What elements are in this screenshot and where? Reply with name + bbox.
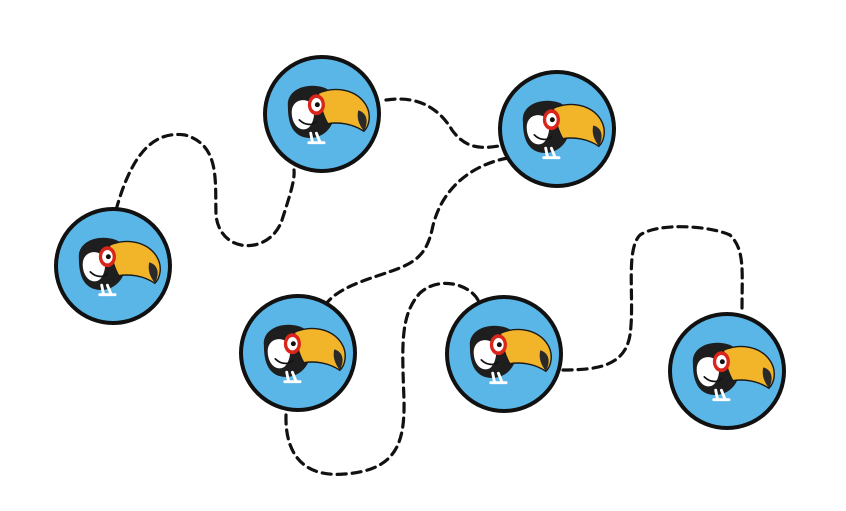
node-1[interactable]	[54, 207, 172, 325]
path-node-5-node-6	[561, 225, 744, 372]
node-2[interactable]	[263, 55, 381, 173]
node-5[interactable]	[445, 295, 563, 413]
node-3[interactable]	[498, 70, 616, 188]
path-node-2-node-3	[384, 97, 506, 149]
path-node-1-node-2	[114, 132, 296, 248]
node-6[interactable]	[668, 312, 786, 430]
node-4[interactable]	[239, 294, 357, 412]
path-node-3-node-4	[323, 156, 510, 307]
path-node-4-node-5	[284, 281, 480, 476]
